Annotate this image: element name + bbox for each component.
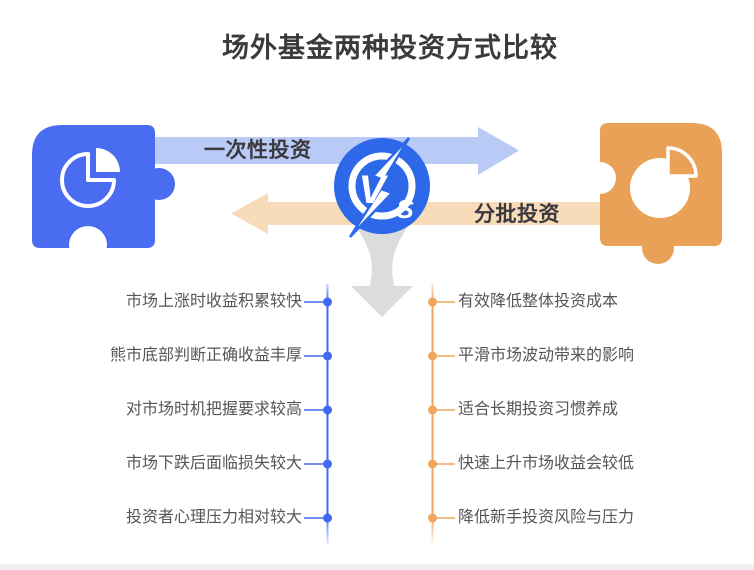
batch-label: 分批投资 <box>474 203 560 226</box>
batch-point-1: 有效降低整体投资成本 <box>458 293 619 310</box>
vs-badge: V S <box>334 137 430 238</box>
bottom-strip <box>0 564 754 570</box>
lump-sum-point-2: 熊市底部判断正确收益丰厚 <box>109 347 302 364</box>
timeline-dot <box>428 405 437 415</box>
pie-chart-icon <box>630 146 698 218</box>
batch-arrow-body <box>268 202 640 225</box>
lump-sum-point-5: 投资者心理压力相对较大 <box>125 509 302 526</box>
timeline-dot <box>428 459 437 469</box>
timeline-dot <box>323 459 332 469</box>
puzzle-notch <box>584 162 616 194</box>
batch-arrow-head <box>231 193 268 234</box>
vs-letter-s: S <box>396 194 414 224</box>
timeline-dot <box>323 297 332 307</box>
lump-sum-label: 一次性投资 <box>204 139 312 162</box>
vs-ring <box>348 152 416 220</box>
timeline-dot <box>323 405 332 415</box>
puzzle-body <box>32 125 155 248</box>
lightning-bolt-icon <box>348 137 411 238</box>
lump-sum-point-3: 对市场时机把握要求较高 <box>125 401 302 418</box>
batch-point-4: 快速上升市场收益会较低 <box>458 455 635 472</box>
lump-sum-connectors <box>304 297 332 523</box>
timeline-dot <box>323 513 332 523</box>
timeline-dot <box>323 351 332 361</box>
lump-sum-puzzle-piece <box>32 125 175 264</box>
batch-arrow <box>231 193 640 234</box>
lump-sum-point-1: 市场上涨时收益积累较快 <box>125 293 302 310</box>
page-title: 场外基金两种投资方式比较 <box>222 33 558 63</box>
batch-connectors <box>428 297 455 523</box>
batch-point-5: 降低新手投资风险与压力 <box>458 509 635 526</box>
timeline-dot <box>428 351 437 361</box>
lump-sum-arrow-head <box>478 127 519 175</box>
down-arrow <box>351 226 413 317</box>
lump-sum-point-4: 市场下跌后面临损失较大 <box>125 455 302 472</box>
timeline-dot <box>428 297 437 307</box>
timeline-dot <box>428 513 437 523</box>
puzzle-notch <box>69 226 107 264</box>
batch-point-2: 平滑市场波动带来的影响 <box>458 347 635 364</box>
vs-letter-v: V <box>359 168 389 212</box>
pie-chart-icon <box>60 148 120 208</box>
batch-puzzle-piece <box>584 123 722 264</box>
batch-point-3: 适合长期投资习惯养成 <box>458 401 619 418</box>
lump-sum-arrow <box>110 127 519 175</box>
